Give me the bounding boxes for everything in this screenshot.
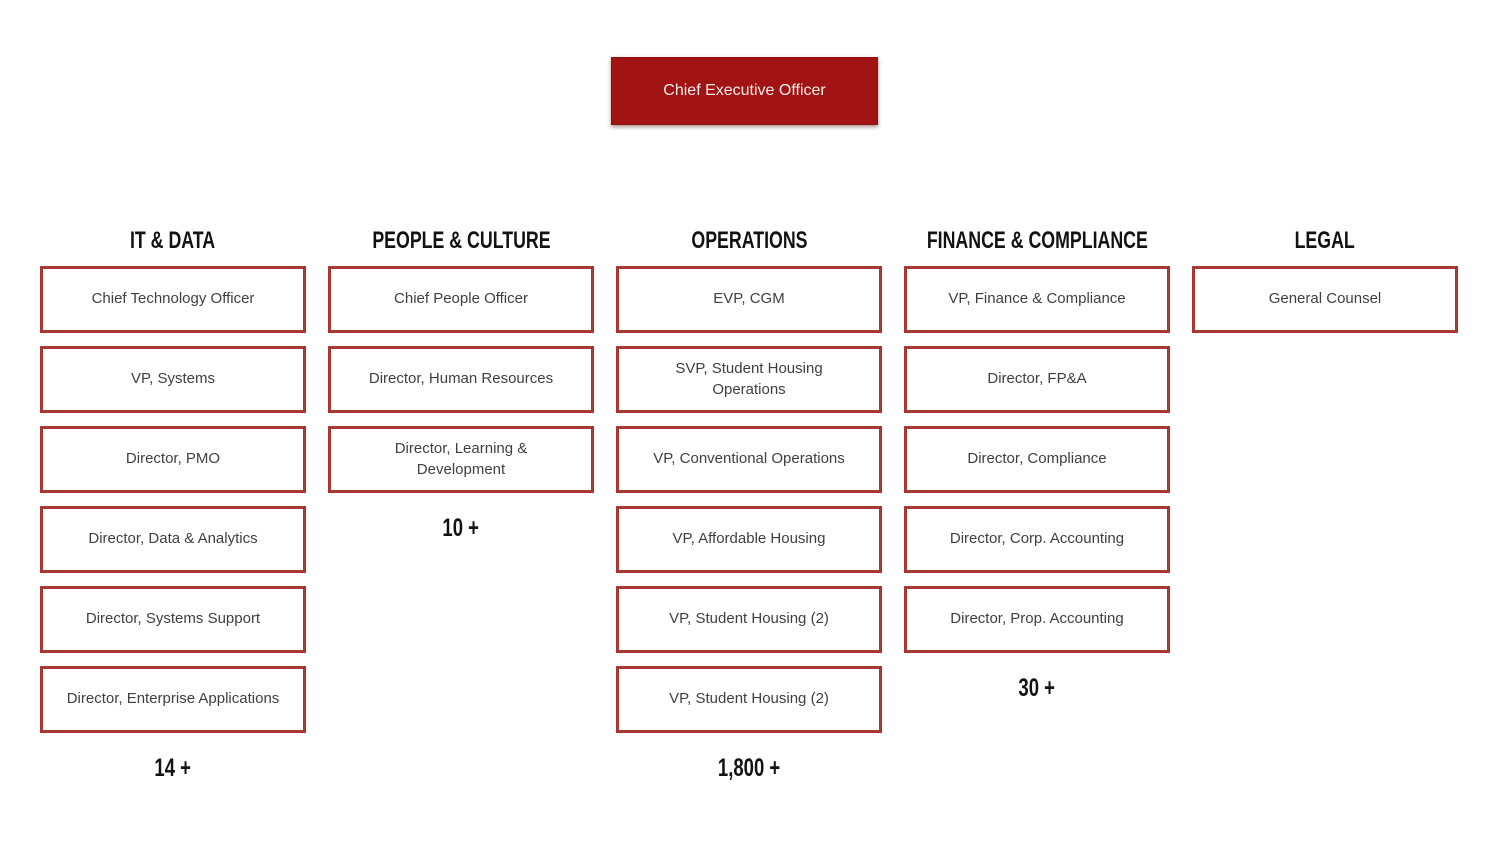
org-node-label: SVP, Student Housing Operations: [675, 360, 823, 398]
org-node-svp-student-housing-operations: SVP, Student Housing Operations: [616, 346, 882, 413]
org-node-label: VP, Student Housing (2): [669, 610, 829, 628]
column-legal: LEGAL General Counsel: [1192, 215, 1458, 783]
headcount-label: 30 +: [904, 674, 1170, 703]
org-node-vp-systems: VP, Systems: [40, 346, 306, 413]
org-node-vp-affordable-housing: VP, Affordable Housing: [616, 506, 882, 573]
headcount-value: 14 +: [154, 754, 192, 782]
column-header-label: LEGAL: [1294, 226, 1356, 254]
org-node-director-fp-a: Director, FP&A: [904, 346, 1170, 413]
headcount-label: 1,800 +: [616, 754, 882, 783]
org-node-label: Director, PMO: [125, 450, 221, 468]
org-node-label: Director, Prop. Accounting: [950, 610, 1124, 628]
org-node-chief-people-officer: Chief People Officer: [328, 266, 594, 333]
org-node-director-pmo: Director, PMO: [40, 426, 306, 493]
org-node-vp-conventional-operations: VP, Conventional Operations: [616, 426, 882, 493]
org-node-label: Chief Technology Officer: [91, 290, 255, 308]
org-node-director-enterprise-applications: Director, Enterprise Applications: [40, 666, 306, 733]
org-node-chief-technology-officer: Chief Technology Officer: [40, 266, 306, 333]
headcount-value: 1,800 +: [717, 754, 781, 782]
column-operations: OPERATIONS EVP, CGM SVP, Student Housing O…: [616, 215, 882, 783]
org-node-vp-student-housing-2: VP, Student Housing (2): [616, 666, 882, 733]
org-node-director-human-resources: Director, Human Resources: [328, 346, 594, 413]
org-node-director-prop-accounting: Director, Prop. Accounting: [904, 586, 1170, 653]
headcount-label: 14 +: [40, 754, 306, 783]
org-node-director-compliance: Director, Compliance: [904, 426, 1170, 493]
org-node-label: Director, Systems Support: [85, 610, 261, 628]
org-node-director-data-analytics: Director, Data & Analytics: [40, 506, 306, 573]
column-header-label: OPERATIONS: [690, 226, 808, 254]
org-node-label: Director, Data & Analytics: [88, 530, 258, 548]
column-header-label: IT & DATA: [130, 226, 216, 254]
column-header: PEOPLE & CULTURE: [328, 215, 594, 266]
org-node-label: Director, Corp. Accounting: [949, 530, 1125, 548]
org-node-evp-cgm: EVP, CGM: [616, 266, 882, 333]
org-node-director-corp-accounting: Director, Corp. Accounting: [904, 506, 1170, 573]
org-node-director-systems-support: Director, Systems Support: [40, 586, 306, 653]
headcount-label: 10 +: [328, 514, 594, 543]
org-node-label: EVP, CGM: [713, 290, 785, 308]
org-node-label: VP, Affordable Housing: [672, 530, 826, 548]
org-node-label: Director, Compliance: [967, 450, 1107, 468]
org-node-label: VP, Conventional Operations: [653, 450, 845, 468]
ceo-label: Chief Executive Officer: [663, 82, 826, 99]
org-node-label: VP, Systems: [131, 370, 215, 388]
org-node-label: Director, Learning & Development: [394, 440, 528, 478]
column-header: FINANCE & COMPLIANCE: [904, 215, 1170, 266]
ceo-box: Chief Executive Officer: [611, 57, 878, 125]
headcount-value: 10 +: [442, 514, 480, 542]
column-header: OPERATIONS: [616, 215, 882, 266]
org-node-label: VP, Finance & Compliance: [948, 290, 1126, 308]
org-node-label: Director, Enterprise Applications: [66, 690, 280, 708]
org-node-vp-finance-compliance: VP, Finance & Compliance: [904, 266, 1170, 333]
org-node-director-learning-development: Director, Learning & Development: [328, 426, 594, 493]
column-finance-compliance: FINANCE & COMPLIANCE VP, Finance & Compli…: [904, 215, 1170, 783]
column-header: LEGAL: [1192, 215, 1458, 266]
column-header-label: PEOPLE & CULTURE: [371, 226, 551, 254]
org-node-label: General Counsel: [1268, 290, 1382, 308]
column-header: IT & DATA: [40, 215, 306, 266]
org-node-label: VP, Student Housing (2): [669, 690, 829, 708]
org-node-label: Director, Human Resources: [368, 370, 554, 388]
org-node-vp-student-housing-2: VP, Student Housing (2): [616, 586, 882, 653]
org-node-general-counsel: General Counsel: [1192, 266, 1458, 333]
column-header-label: FINANCE & COMPLIANCE: [926, 226, 1148, 254]
org-node-label: Director, FP&A: [987, 370, 1087, 388]
org-node-label: Chief People Officer: [394, 290, 528, 308]
headcount-value: 30 +: [1018, 674, 1056, 702]
